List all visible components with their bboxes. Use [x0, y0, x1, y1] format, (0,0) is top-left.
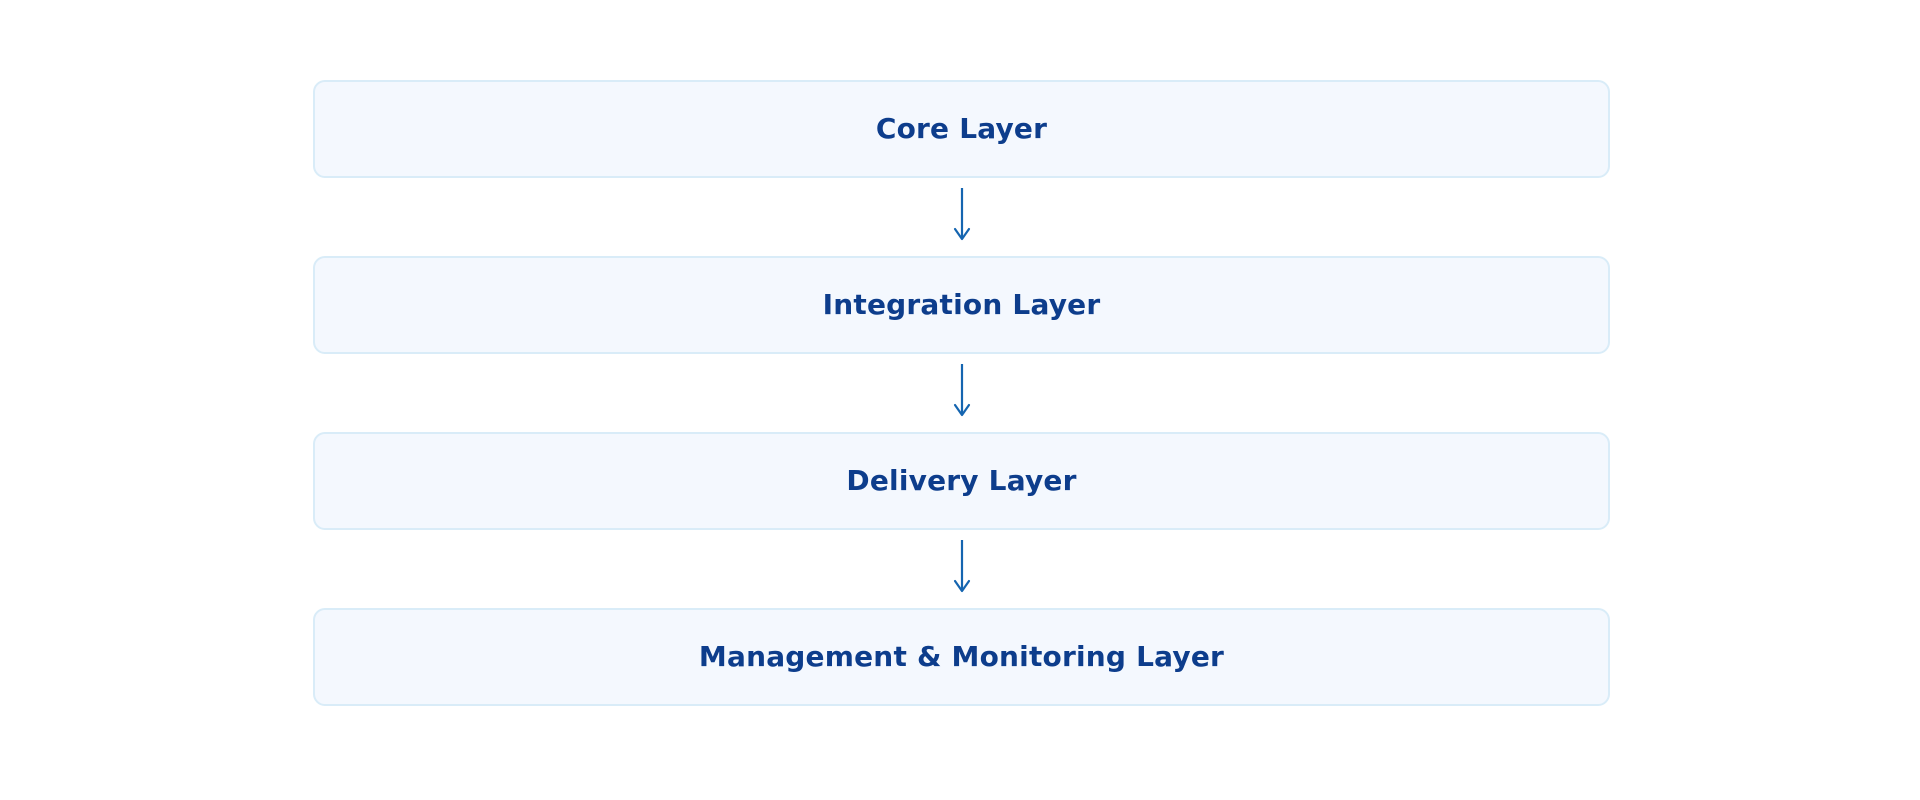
- layer-flow-stack: Core Layer Integration Layer Delivery La…: [313, 80, 1610, 706]
- down-arrow-icon: [953, 188, 970, 241]
- down-arrow-icon: [953, 540, 970, 593]
- down-arrow-icon: [953, 364, 970, 417]
- layer-node-core[interactable]: Core Layer: [313, 80, 1610, 178]
- layer-node-label: Core Layer: [875, 112, 1048, 145]
- layer-node-label: Management & Monitoring Layer: [698, 640, 1225, 673]
- layer-node-delivery[interactable]: Delivery Layer: [313, 432, 1610, 530]
- layer-node-management-monitoring[interactable]: Management & Monitoring Layer: [313, 608, 1610, 706]
- layer-node-label: Integration Layer: [822, 288, 1101, 321]
- layer-node-label: Delivery Layer: [846, 464, 1077, 497]
- flow-arrow-core-to-integration: [942, 178, 982, 256]
- flow-arrow-integration-to-delivery: [942, 354, 982, 432]
- layer-node-integration[interactable]: Integration Layer: [313, 256, 1610, 354]
- flow-arrow-delivery-to-management: [942, 530, 982, 608]
